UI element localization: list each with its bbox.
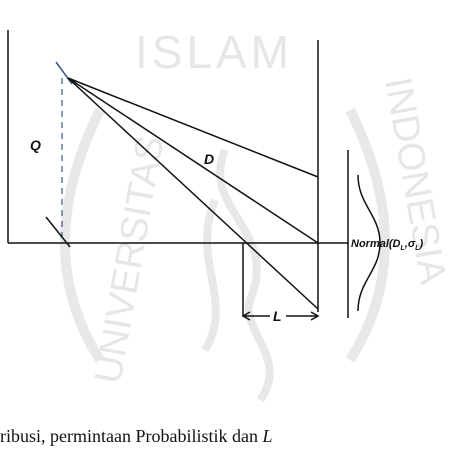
figure-caption: ribusi, permintaan Probabilistik dan L [0,426,451,450]
caption-italic-tail: L [262,426,273,446]
axes [7,30,349,318]
distribution-label: Normal(DL,σL) [351,238,423,252]
q-label: Q [30,137,41,153]
watermark-top-text: ISLAM [135,26,293,78]
l-label-bg [270,306,286,326]
l-arrow-right [310,311,320,321]
d-label: D [204,151,214,167]
demand-line-average [67,77,319,244]
l-arrow-left [241,311,251,321]
l-label: L [273,308,282,324]
watermark-ring [60,107,105,363]
demand-lines [67,77,319,310]
watermark-left-text: UNIVERSITAS [88,133,173,387]
demand-line-fast [67,77,319,310]
q-bottom-tick [45,216,71,248]
watermark-flame [201,198,220,353]
q-top-tick [55,61,73,85]
normal-distribution-curve [357,174,381,312]
watermark-flame [216,148,274,403]
caption-text: ribusi, permintaan Probabilistik dan [0,426,263,446]
watermark-ring [345,107,390,363]
demand-line-slow [67,77,319,178]
